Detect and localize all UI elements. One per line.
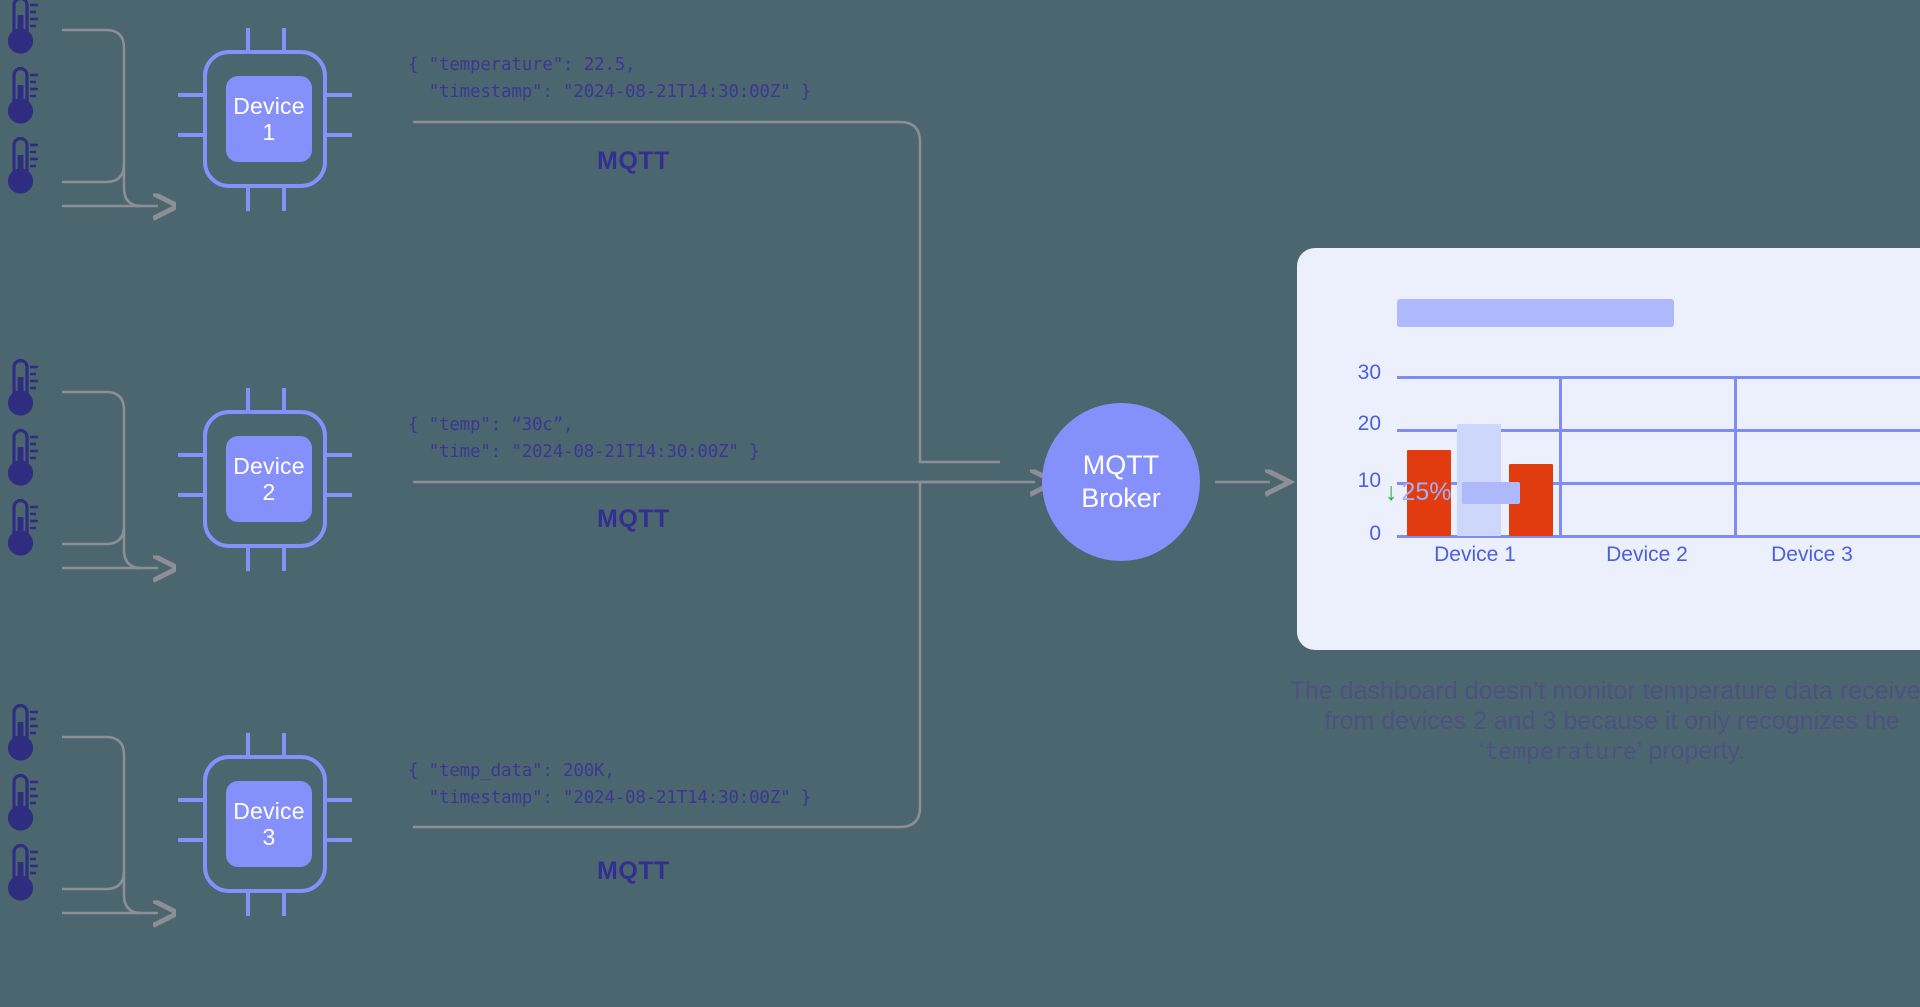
thermometer-icon [2,0,40,57]
x-label-device-1: Device 1 [1434,543,1516,566]
chip-pin-left-bottom [178,493,205,497]
payload-device-2: { "temp": “30c”, "time": "2024-08-21T14:… [408,415,760,462]
chip-pin-top-left [246,733,250,759]
chip-pin-bottom-right [282,890,286,916]
x-label-device-3: Device 3 [1771,543,1853,566]
device-node-2[interactable]: Device 2 [178,388,358,573]
thermometer-icon [2,427,40,489]
thermometer-icon [2,772,40,834]
sensor-merge-bracket [58,352,176,662]
chip-pin-left-top [178,798,205,802]
chip-pin-right-top [325,798,352,802]
broker-label-line2: Broker [1081,483,1161,513]
dashboard-card[interactable]: 30 20 10 0 Device 1 Device 2 Device 3 ↓ [1297,248,1920,650]
device-label-line1: Device [233,93,305,119]
chip-pin-left-bottom [178,133,205,137]
thermometer-icon [2,702,40,764]
category-divider-1 [1559,376,1562,538]
arrow-down-icon: ↓ [1385,478,1398,506]
thermometer-icon [2,65,40,127]
chip-outline [203,410,327,548]
chip-pin-top-right [282,28,286,54]
delta-indicator: ↓ 25% [1385,480,1520,505]
mqtt-broker-node[interactable]: MQTT Broker [1042,403,1200,561]
device-label-line1: Device [233,798,305,824]
thermometer-icon [2,135,40,197]
broker-label-line1: MQTT [1082,450,1160,480]
y-tick-10: 10 [1357,469,1381,492]
chip-pin-right-bottom [325,493,352,497]
protocol-label-device-1: MQTT [597,147,670,175]
gridline-20 [1397,429,1920,432]
payload-device-3: { "temp_data": 200K, "timestamp": "2024-… [408,761,812,808]
device-label-3: Device 3 [226,781,312,867]
x-label-device-2: Device 2 [1606,543,1688,566]
bar-device1-reading-b [1457,424,1501,536]
gridline-10 [1397,482,1920,485]
device-label-2: Device 2 [226,436,312,522]
sensor-merge-bracket [58,0,176,300]
dashboard-title-placeholder [1397,299,1674,327]
chip-outline [203,50,327,188]
y-tick-30: 30 [1357,361,1381,384]
caption-part2: ’ property. [1636,737,1746,765]
sensor-group-device-1 [0,0,175,300]
dashboard-caption: The dashboard doesn’t monitor temperatur… [1282,676,1920,767]
category-divider-2 [1734,376,1737,538]
sensor-group-device-2 [0,352,175,662]
gridline-30 [1397,376,1920,379]
chip-pin-top-left [246,28,250,54]
chip-pin-right-bottom [325,838,352,842]
thermometer-icon [2,497,40,559]
chip-pin-top-left [246,388,250,414]
protocol-label-device-3: MQTT [597,857,670,885]
chip-pin-right-top [325,453,352,457]
delta-placeholder-bar [1461,481,1520,504]
bar-chart: 30 20 10 0 Device 1 Device 2 Device 3 ↓ [1297,248,1920,650]
chip-pin-bottom-right [282,545,286,571]
chip-pin-right-bottom [325,133,352,137]
sensor-merge-bracket [58,697,176,1007]
chip-outline [203,755,327,893]
device-label-line2: 2 [262,479,276,505]
caption-part1: The dashboard doesn’t monitor temperatur… [1289,677,1920,765]
chip-pin-top-right [282,733,286,759]
thermometer-icon [2,357,40,419]
chip-pin-left-top [178,93,205,97]
delta-value: 25% [1401,478,1452,506]
device-node-3[interactable]: Device 3 [178,733,358,918]
chip-pin-right-top [325,93,352,97]
chip-pin-bottom-right [282,185,286,211]
protocol-label-device-2: MQTT [597,505,670,533]
bar-device1-reading-a [1407,450,1451,536]
caption-code-temperature: temperature [1484,739,1637,765]
sensor-group-device-3 [0,697,175,1007]
chip-pin-bottom-left [246,890,250,916]
payload-device-1: { "temperature": 22.5, "timestamp": "202… [408,55,812,102]
diagram-canvas: Device 1 Device 2 Device 3 [0,0,1920,964]
axis-baseline [1397,535,1920,538]
y-tick-20: 20 [1357,412,1381,435]
device-label-1: Device 1 [226,76,312,162]
device-node-1[interactable]: Device 1 [178,28,358,213]
chip-pin-top-right [282,388,286,414]
thermometer-icon [2,842,40,904]
chip-pin-bottom-left [246,545,250,571]
device-label-line2: 3 [262,824,276,850]
chip-pin-left-top [178,453,205,457]
chip-pin-left-bottom [178,838,205,842]
chip-pin-bottom-left [246,185,250,211]
device-label-line1: Device [233,453,305,479]
device-label-line2: 1 [262,119,276,145]
y-tick-0: 0 [1369,522,1381,545]
